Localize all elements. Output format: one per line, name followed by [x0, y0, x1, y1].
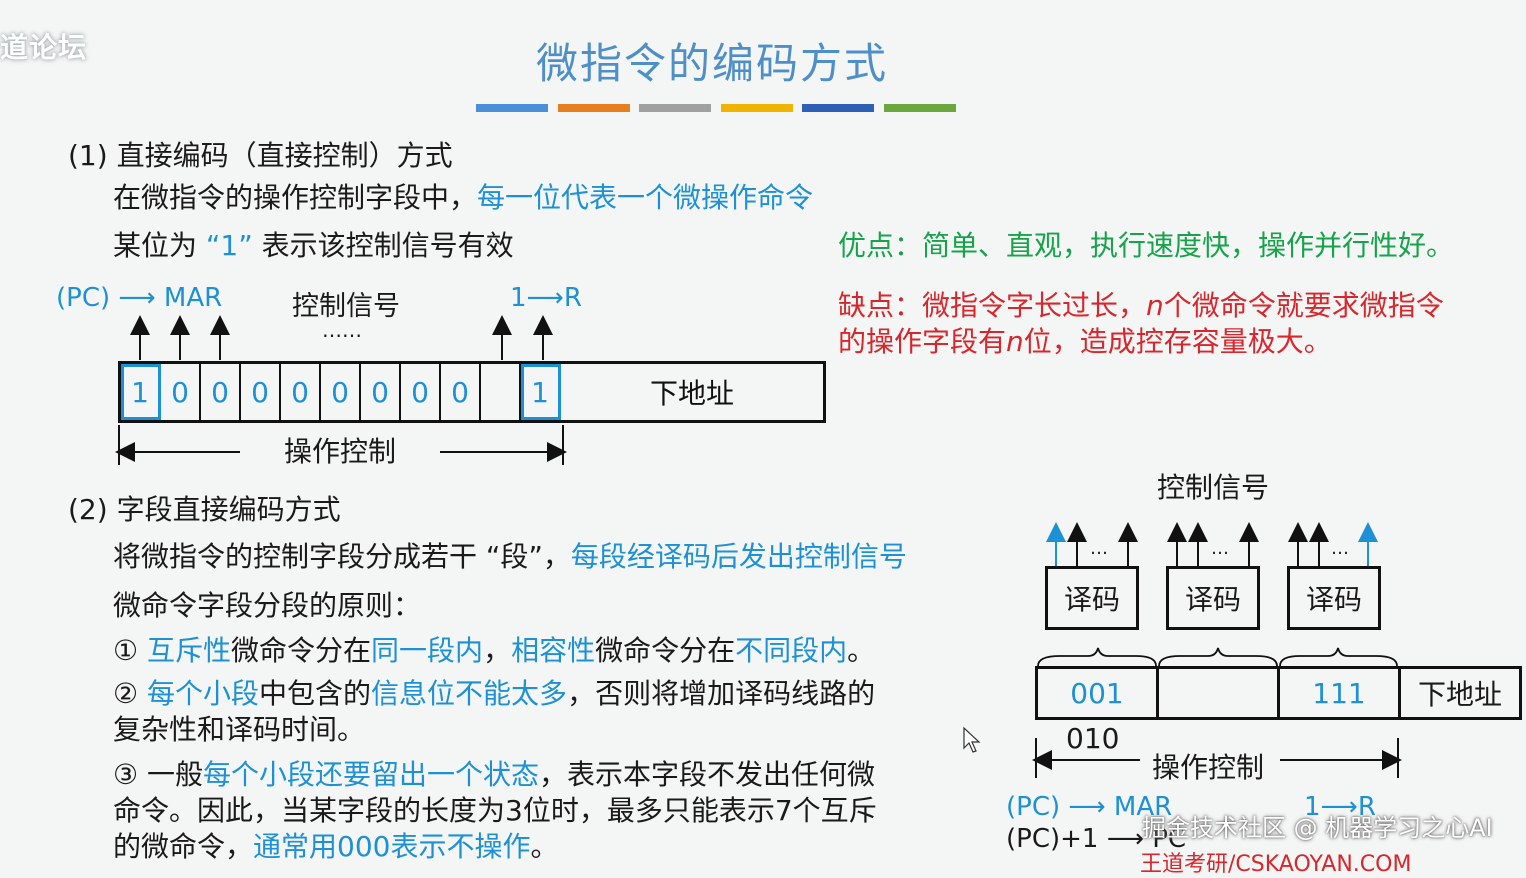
section1-line2-b: “1”: [205, 229, 253, 262]
r3-b: 每个小段还要留出一个状态: [203, 758, 540, 791]
r1-g: 微命令分在: [595, 634, 736, 667]
r1-d: 同一段内: [371, 634, 484, 667]
section2-line1: 将微指令的控制字段分成若干 “段”，每段经译码后发出控制信号: [113, 535, 907, 575]
r2-c: 中包含的: [259, 677, 372, 710]
watermark-url: 王道考研/CSKAOYAN.COM: [1140, 852, 1412, 877]
section1-line2-a: 某位为: [113, 229, 198, 262]
bit-cell: 0: [161, 364, 201, 420]
section1-line2-c: 表示该控制信号有效: [261, 229, 514, 262]
r2-a: ②: [113, 677, 148, 710]
disadvantage-line2: 的操作字段有n位，造成控存容量极大。: [838, 320, 1332, 360]
field-111: 111: [1277, 666, 1401, 720]
r2-b: 每个小段: [147, 677, 260, 710]
title-color-bar: [557, 104, 630, 112]
bit-cell: 0: [201, 364, 241, 420]
slide-title: 微指令的编码方式: [536, 39, 889, 88]
r1-e: ，: [483, 634, 512, 667]
bit-cell: 1: [121, 364, 161, 420]
one-r-label: 1⟶R: [510, 283, 582, 313]
d2-dots-1: …: [1090, 538, 1108, 559]
pc-mar-label: (PC) ⟶ MAR: [56, 283, 223, 313]
rule-3-line3: 的微命令，通常用000表示不操作。: [113, 825, 558, 865]
title-color-bar: [802, 104, 874, 112]
section1-line1: 在微指令的操作控制字段中，每一位代表一个微操作命令: [113, 176, 813, 216]
rule-3: ③ 一般每个小段还要留出一个状态，表示本字段不发出任何微: [113, 753, 875, 793]
mouse-cursor-icon: [963, 726, 981, 753]
field-next-address: 下地址: [1398, 666, 1522, 720]
rule-1: ① 互斥性微命令分在同一段内，相容性微命令分在不同段内。: [113, 629, 875, 669]
section2-line2: 微命令字段分段的原则：: [113, 589, 422, 622]
bit-cell: 0: [361, 364, 401, 420]
below-010-label: 010: [1066, 722, 1120, 755]
r1-b: 互斥性: [147, 634, 232, 667]
section1-line1-b: 每一位代表一个微操作命令: [477, 181, 814, 214]
section1-line1-a: 在微指令的操作控制字段中，: [113, 181, 478, 214]
bit-cell: [481, 364, 521, 420]
next-address-field: 下地址: [649, 377, 734, 410]
title-color-bar: [639, 104, 711, 112]
d2-control-signal-label: 控制信号: [1157, 471, 1270, 504]
decoder-box-3: 译码: [1287, 566, 1381, 630]
bit-cell: 0: [321, 364, 361, 420]
watermark-left: 道论坛: [0, 31, 88, 64]
r2-e: ，否则将增加译码线路的: [567, 677, 876, 710]
section1-line2: 某位为 “1” 表示该控制信号有效: [113, 224, 514, 264]
r1-a: ①: [113, 634, 148, 667]
rule-2-cont: 复杂性和译码时间。: [113, 713, 366, 746]
d2-dots-2: …: [1211, 538, 1229, 559]
section2-line1-a: 将微指令的控制字段分成若干 “段”，: [113, 540, 571, 573]
disadv-b: 个微命令就要求微指令: [1163, 289, 1444, 322]
r3-e: 的微命令，: [113, 830, 254, 863]
r3-a: ③ 一般: [113, 758, 204, 791]
section1-heading: (1) 直接编码（直接控制）方式: [68, 139, 453, 172]
control-signal-label: 控制信号: [292, 291, 400, 322]
r1-c: 微命令分在: [231, 634, 372, 667]
r3-g: 。: [530, 830, 559, 863]
op-ctrl-label: 操作控制: [284, 435, 397, 468]
decoder-box-2: 译码: [1166, 566, 1260, 630]
title-color-bar: [883, 104, 956, 112]
diagram1-arrows: [115, 315, 1402, 778]
title-color-bar: [476, 104, 548, 112]
title-color-bar: [720, 104, 793, 112]
bit-cell: 0: [441, 364, 481, 420]
d2-dots-3: …: [1331, 538, 1349, 559]
bit-cell: 0: [241, 364, 281, 420]
disadv-c: 的操作字段有: [838, 325, 1007, 358]
r3-c: ，表示本字段不发出任何微: [539, 758, 876, 791]
d2-pc-plus-label: (PC)+1 ⟶ PC: [1006, 824, 1187, 854]
section2-heading: (2) 字段直接编码方式: [68, 493, 341, 526]
watermark-bottom: 掘金技术社区 @ 机器学习之心AI: [1142, 814, 1493, 842]
disadv-d: 位，造成控存容量极大。: [1023, 325, 1332, 358]
dots-label: ……: [322, 318, 362, 342]
field-empty: [1156, 666, 1280, 720]
r1-f: 相容性: [511, 634, 596, 667]
bit-cell: 1: [521, 364, 561, 420]
rule-3-line2: 命令。因此，当某字段的长度为3位时，最多只能表示7个互斥: [113, 794, 877, 827]
r2-d: 信息位不能太多: [371, 677, 568, 710]
field-001: 001: [1035, 666, 1159, 720]
section2-line1-b: 每段经译码后发出控制信号: [570, 540, 907, 573]
d2-one-r-label: 1⟶R: [1304, 792, 1376, 822]
disadvantage-line1: 缺点：微指令字长过长，n个微命令就要求微指令: [838, 284, 1444, 324]
d2-pc-mar-label: (PC) ⟶ MAR: [1006, 792, 1173, 822]
r1-i: 。: [847, 634, 876, 667]
r3-f: 通常用000表示不操作: [253, 830, 531, 863]
disadv-n1: n: [1146, 289, 1164, 322]
bit-cell: 0: [281, 364, 321, 420]
disadv-n2: n: [1006, 325, 1024, 358]
advantage-text: 优点：简单、直观，执行速度快，操作并行性好。: [838, 229, 1455, 262]
r1-h: 不同段内: [735, 634, 848, 667]
bit-cell: 0: [401, 364, 441, 420]
disadv-a: 缺点：微指令字长过长，: [838, 289, 1147, 322]
d2-op-ctrl-label: 操作控制: [1152, 751, 1265, 784]
rule-2: ② 每个小段中包含的信息位不能太多，否则将增加译码线路的: [113, 672, 875, 712]
decoder-box-1: 译码: [1045, 566, 1139, 630]
